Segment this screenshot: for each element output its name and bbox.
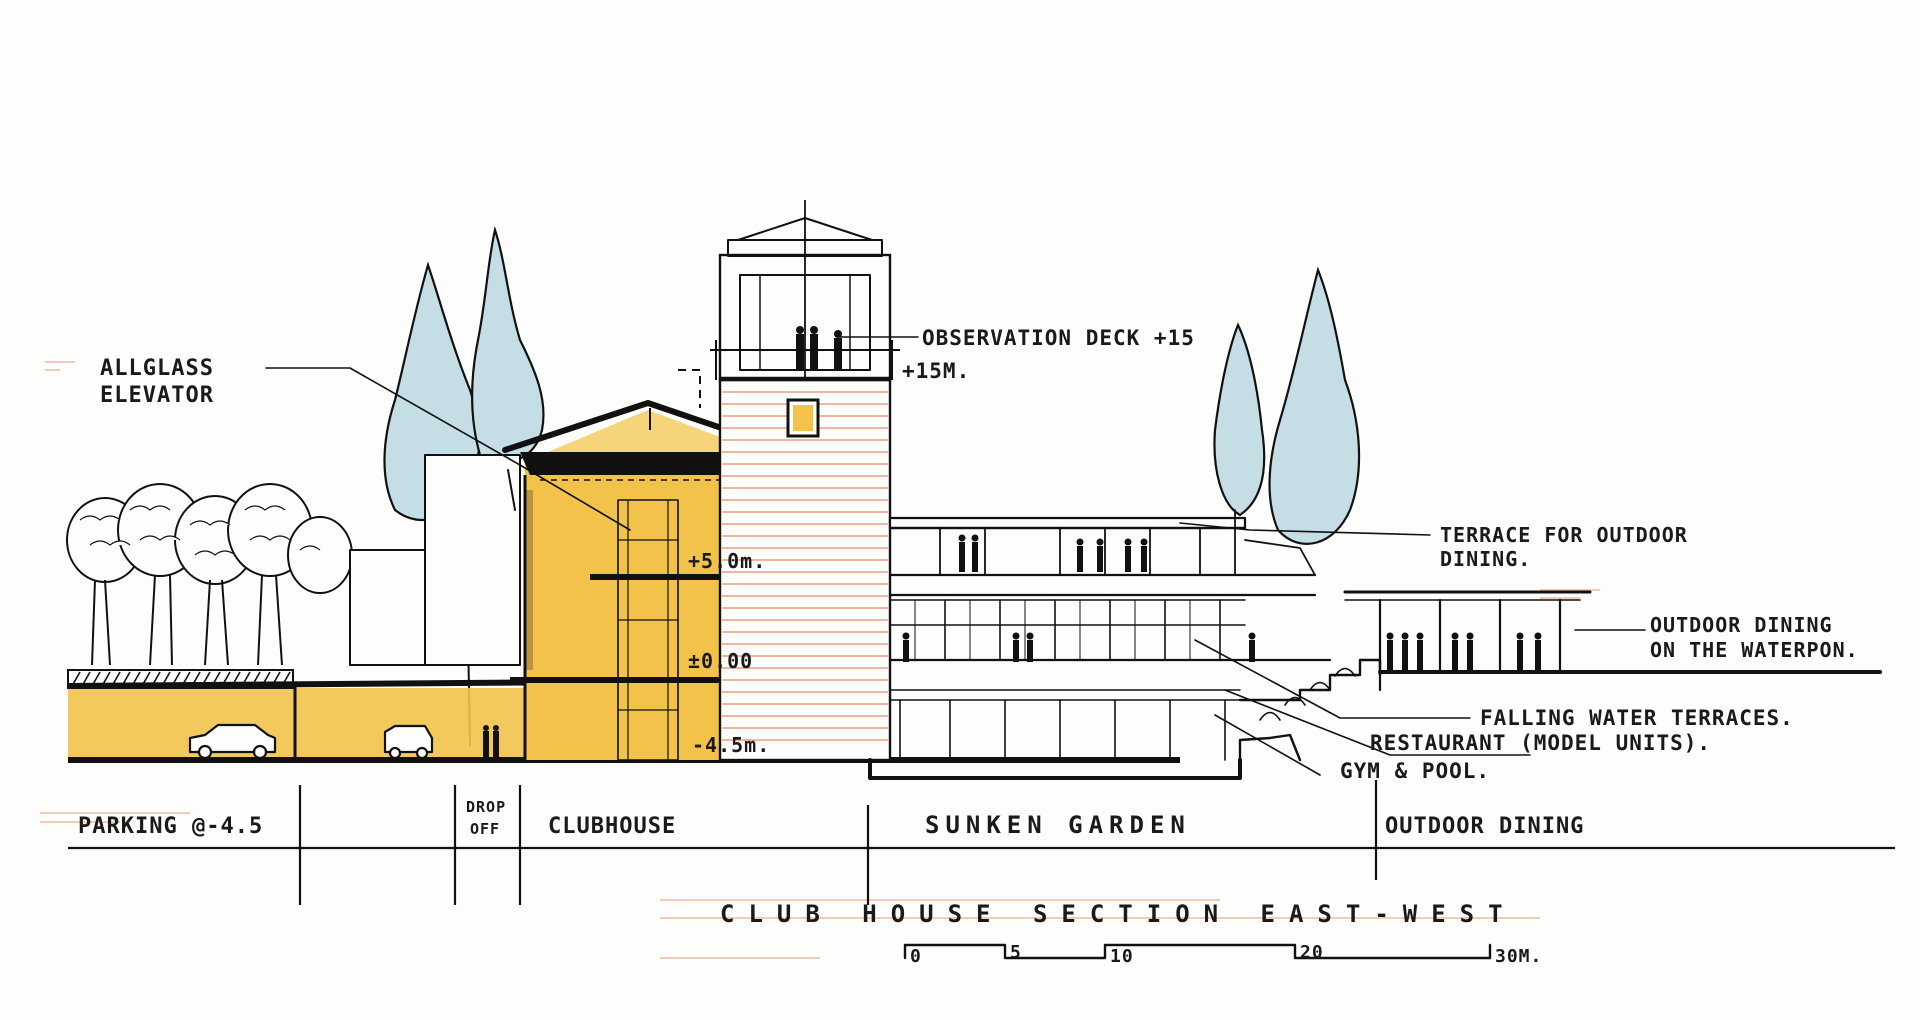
callout-outdoor-dining-2: ON THE WATERPON. [1650, 638, 1859, 662]
zone-drop-bottom: OFF [470, 820, 500, 838]
scale-tick-30: 30M. [1495, 946, 1542, 967]
callout-elevator-2: ELEVATOR [100, 383, 214, 408]
people-terraces [902, 534, 1542, 670]
restaurant-building [868, 509, 1882, 780]
level-upper: +5.0m. [688, 549, 766, 573]
scale-tick-20: 20 [1300, 942, 1324, 963]
level-basement: -4.5m. [692, 733, 770, 757]
zone-sunken-garden: SUNKEN GARDEN [925, 811, 1191, 839]
construction-lines [40, 361, 1600, 959]
callout-elevator: ALLGLASS [100, 356, 214, 381]
cypress-trees-right [1213, 266, 1361, 545]
callout-outdoor-dining: OUTDOOR DINING [1650, 613, 1833, 637]
callout-gym-pool: GYM & POOL. [1340, 759, 1490, 783]
deciduous-trees [66, 483, 353, 666]
scale-tick-0: 0 [910, 946, 922, 967]
level-ground: ±0.00 [688, 649, 753, 673]
observation-tower [710, 200, 900, 762]
scale-tick-10: 10 [1110, 946, 1134, 967]
rear-building [349, 454, 521, 666]
scale-tick-5: 5 [1010, 942, 1022, 963]
callout-restaurant: RESTAURANT (MODEL UNITS). [1370, 731, 1711, 755]
callout-observation-level: +15M. [902, 359, 970, 383]
people-observation-deck [796, 326, 842, 370]
scale-bar [903, 943, 1492, 960]
zone-clubhouse: CLUBHOUSE [548, 814, 676, 839]
zone-drop-top: DROP [466, 798, 506, 816]
zone-dividers [68, 780, 1895, 905]
callout-falling-water: FALLING WATER TERRACES. [1480, 706, 1794, 730]
drawing-title: CLUB HOUSE SECTION EAST-WEST [720, 900, 1517, 928]
zone-parking: PARKING @-4.5 [78, 814, 263, 839]
van-icon [383, 724, 434, 760]
car-icon [188, 723, 277, 760]
callout-terrace-2: DINING. [1440, 547, 1531, 571]
callout-observation: OBSERVATION DECK +15 [922, 326, 1195, 350]
leader-lines [265, 336, 1646, 776]
callout-terrace: TERRACE FOR OUTDOOR [1440, 523, 1688, 547]
zone-outdoor-dining: OUTDOOR DINING [1385, 814, 1584, 839]
